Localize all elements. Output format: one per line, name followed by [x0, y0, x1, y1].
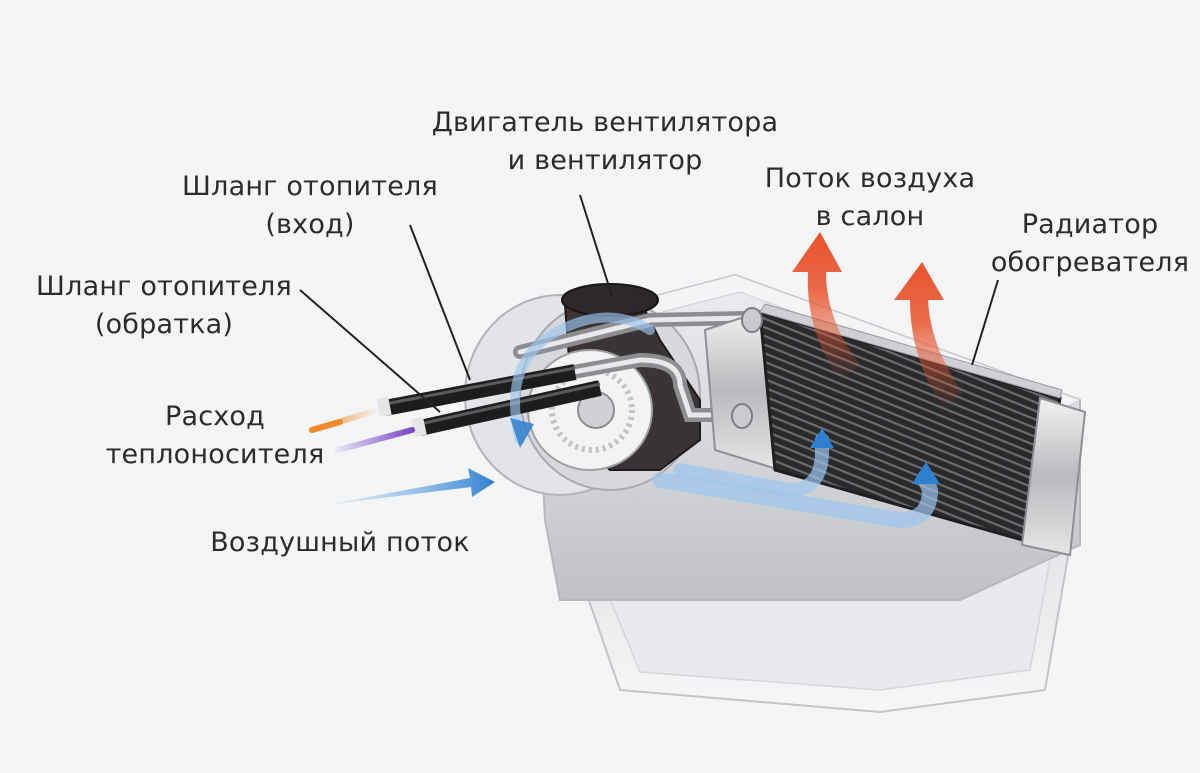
air-inside-upper: [673, 433, 829, 498]
label-hose-in-line2: (вход): [265, 209, 355, 240]
hose-in: [418, 380, 602, 436]
label-coolant-line1: Расход: [164, 401, 266, 432]
fan-wheel-inner: [549, 367, 635, 453]
label-blower-line1: Двигатель вентилятора: [431, 107, 779, 138]
label-blower-line2: и вентилятор: [507, 145, 703, 176]
leader-hose-return: [299, 289, 441, 413]
hot-air-arrow-2: [894, 262, 962, 410]
coolant-out-streak: [335, 427, 415, 453]
air-inside-lower: [652, 470, 939, 529]
leader-hose-in: [409, 224, 471, 381]
air-arrowhead-1: [810, 428, 834, 448]
label-heater-core: Радиатор обогревателя: [985, 206, 1195, 282]
air-swirl: [510, 312, 655, 445]
label-hose-return-line1: Шланг отопителя: [36, 271, 292, 302]
label-cabin-air-line1: Поток воздуха: [764, 163, 976, 194]
label-hose-in: Шланг отопителя (вход): [160, 168, 460, 244]
label-hose-in-line1: Шланг отопителя: [182, 171, 438, 202]
label-air-flow: Воздушный поток: [170, 524, 510, 562]
air-swirl-head: [510, 418, 534, 448]
hose-return-hl: [384, 366, 576, 406]
label-coolant: Расход теплоносителя: [80, 398, 350, 474]
air-arrowhead-2: [912, 462, 940, 484]
pipe-lower-hl: [537, 357, 748, 418]
air-intake-arrow: [325, 468, 495, 505]
coolant-in-streak-dot: [309, 419, 343, 433]
label-hose-return-line2: (обратка): [94, 309, 234, 340]
core-outlet: [731, 403, 753, 429]
leader-heater-core: [971, 279, 999, 366]
label-cabin-air-line2: в салон: [815, 201, 925, 232]
label-hose-return: Шланг отопителя (обратка): [14, 268, 314, 344]
hose-in-end: [411, 416, 427, 438]
heater-core-tank-right: [1020, 396, 1087, 557]
hose-return: [383, 364, 577, 416]
label-blower: Двигатель вентилятора и вентилятор: [405, 104, 805, 180]
label-air-flow-line1: Воздушный поток: [210, 527, 470, 558]
label-heater-core-line1: Радиатор: [1021, 209, 1159, 240]
label-coolant-line2: теплоносителя: [105, 439, 325, 470]
leader-blower: [579, 194, 613, 297]
core-inlet: [741, 307, 763, 333]
label-cabin-air: Поток воздуха в салон: [735, 160, 1005, 236]
hot-air-arrow-1: [792, 232, 860, 380]
label-heater-core-line2: обогревателя: [990, 247, 1190, 278]
